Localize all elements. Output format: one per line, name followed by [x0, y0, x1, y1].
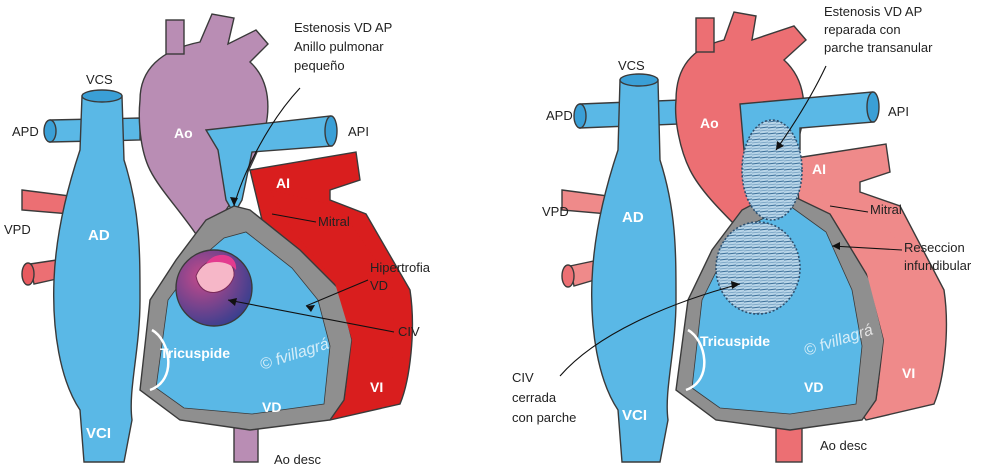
label-vi: VI: [902, 365, 915, 381]
label-ao: Ao: [700, 115, 719, 131]
label-vci: VCI: [622, 407, 647, 424]
right-atrium-and-cavae: [592, 80, 676, 462]
label-vpd: VPD: [542, 204, 569, 219]
label-mitral: Mitral: [870, 202, 902, 217]
label-ai: AI: [276, 175, 290, 191]
label-api: API: [348, 124, 369, 139]
label-mitral: Mitral: [318, 214, 350, 229]
left-diagram: Ao AD VCI AI Tricuspide VD VI © fvillagr…: [4, 14, 434, 467]
label-tricuspide: Tricuspide: [160, 345, 230, 361]
label-vcs: VCS: [86, 72, 113, 87]
label-ad: AD: [622, 209, 644, 226]
label-vi: VI: [370, 379, 383, 395]
label-api: API: [888, 104, 909, 119]
label-civ-cerrada: CIV cerrada con parche: [512, 370, 576, 425]
label-ao: Ao: [174, 125, 193, 141]
label-apd: APD: [12, 124, 39, 139]
right-atrium-and-cavae: [54, 96, 140, 462]
label-ai: AI: [812, 161, 826, 177]
label-vci: VCI: [86, 425, 111, 442]
label-ad: AD: [88, 227, 110, 244]
label-civ: CIV: [398, 324, 420, 339]
label-ao-desc: Ao desc: [820, 438, 867, 453]
label-vcs: VCS: [618, 58, 645, 73]
transannular-patch: [742, 120, 802, 220]
right-diagram: Ao AD VCI AI Tricuspide VD VI © fvillagr…: [512, 4, 972, 462]
label-estenosis: Estenosis VD AP reparada con parche tran…: [824, 4, 933, 55]
label-estenosis: Estenosis VD AP Anillo pulmonar pequeño: [294, 20, 396, 73]
label-vd: VD: [804, 379, 823, 395]
label-tricuspide: Tricuspide: [700, 333, 770, 349]
label-vd: VD: [262, 399, 281, 415]
civ-patch: [716, 222, 800, 314]
label-vpd: VPD: [4, 222, 31, 237]
label-apd: APD: [546, 108, 573, 123]
label-ao-desc: Ao desc: [274, 452, 321, 467]
